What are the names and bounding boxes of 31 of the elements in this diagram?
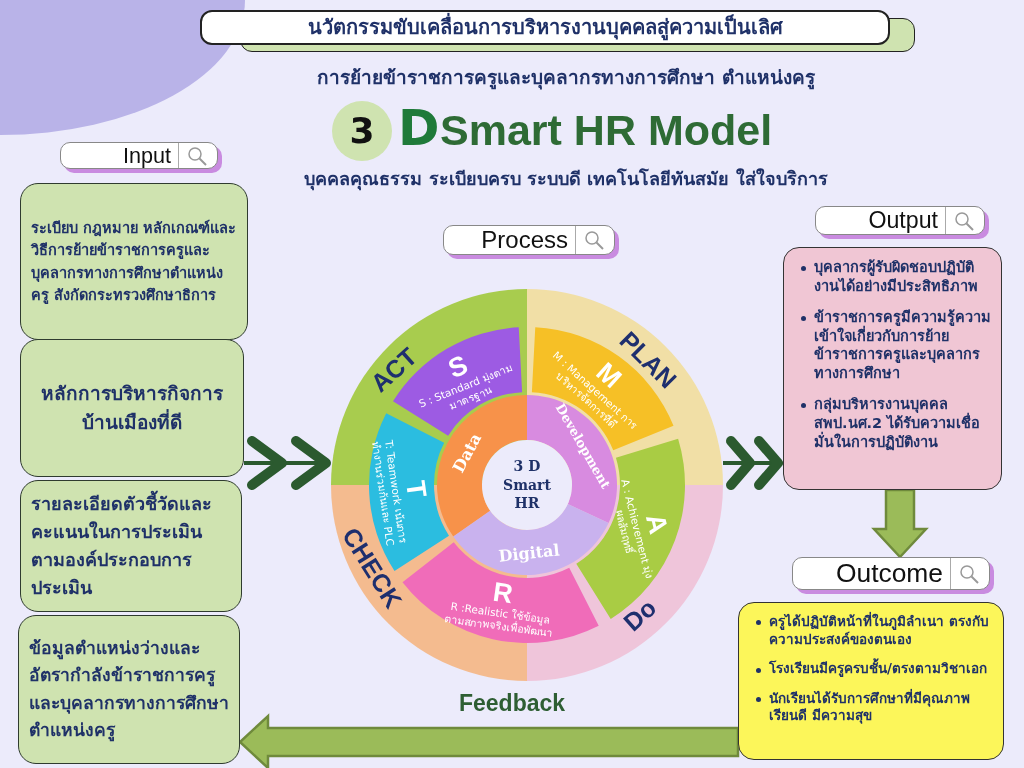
bullet-item: ครูได้ปฏิบัติหน้าที่ในภูมิลำเนา ตรงกับความประสงค์ของตนเอง bbox=[769, 613, 995, 649]
block-arrow bbox=[871, 488, 929, 559]
tab-label: Outcome bbox=[834, 558, 944, 589]
tab-label: Input bbox=[121, 143, 172, 168]
input-box: ระเบียบ กฎหมาย หลักเกณฑ์และวิธีการย้ายข้าราชการครูและบุคลากรทางการศึกษาตำแหน่งครู สังกัดกระทรวงศึกษาธิการ bbox=[20, 183, 248, 340]
bullet-item: โรงเรียนมีครูครบชั้น/ตรงตามวิชาเอก bbox=[769, 660, 995, 678]
chevron-arrow bbox=[244, 436, 331, 490]
bullet-item: บุคลากรผู้รับผิดชอบปฏิบัติงานได้อย่างมีประสิทธิภาพ bbox=[814, 258, 993, 296]
slogan: บุคคลคุณธรรม ระเบียบครบ ระบบดี เทคโนโลยีทันสมัย ใส่ใจบริการ bbox=[303, 167, 829, 193]
stylized-letter: D bbox=[398, 98, 440, 159]
chevron-arrow bbox=[723, 436, 782, 490]
segment-letter: T bbox=[401, 479, 432, 500]
segment-letter: R bbox=[491, 578, 515, 609]
phase-label: Do bbox=[617, 592, 662, 637]
cycle-wheel bbox=[331, 289, 723, 681]
input-box: หลักการบริหารกิจการบ้านเมืองที่ดี bbox=[20, 339, 244, 477]
bullet-item: ข้าราชการครูมีความรู้ความเข้าใจเกี่ยวกับการย้ายข้าราชการครูและบุคลากรทางการศึกษา bbox=[814, 307, 993, 384]
number-badge: 3 bbox=[332, 101, 392, 161]
output-box bbox=[783, 247, 1002, 490]
outcome-box bbox=[738, 602, 1004, 760]
title-banner: นวัตกรรมขับเคลื่อนการบริหารงานบุคคลสู่ความเป็นเลิศ bbox=[200, 10, 890, 45]
block-arrow bbox=[238, 713, 740, 768]
subtitle: การย้ายข้าราชการครูและบุคลากรทางการศึกษา ตำแหน่งครู bbox=[316, 65, 816, 92]
bullet-item: นักเรียนได้รับการศึกษาที่มีคุณภาพ เรียนดี มีความสุข bbox=[769, 689, 995, 725]
input-box: รายละเอียดตัวชี้วัดและคะแนนในการประเมินตามองค์ประกอบการประเมิน bbox=[20, 480, 242, 612]
tab-label: Output bbox=[867, 207, 939, 234]
ring-label: Digital bbox=[498, 540, 561, 566]
input-box: ข้อมูลตำแหน่งว่างและอัตรากำลังข้าราชการครูและบุคลากรทางการศึกษาตำแหน่งครู bbox=[18, 615, 240, 764]
tab-label: Process bbox=[480, 226, 569, 254]
model-title: Smart HR Model bbox=[440, 105, 773, 156]
bullet-item: กลุ่มบริหารงานบุคคล สพป.นศ.2 ได้รับความเชื่อมั่นในการปฏิบัติงาน bbox=[814, 395, 993, 452]
